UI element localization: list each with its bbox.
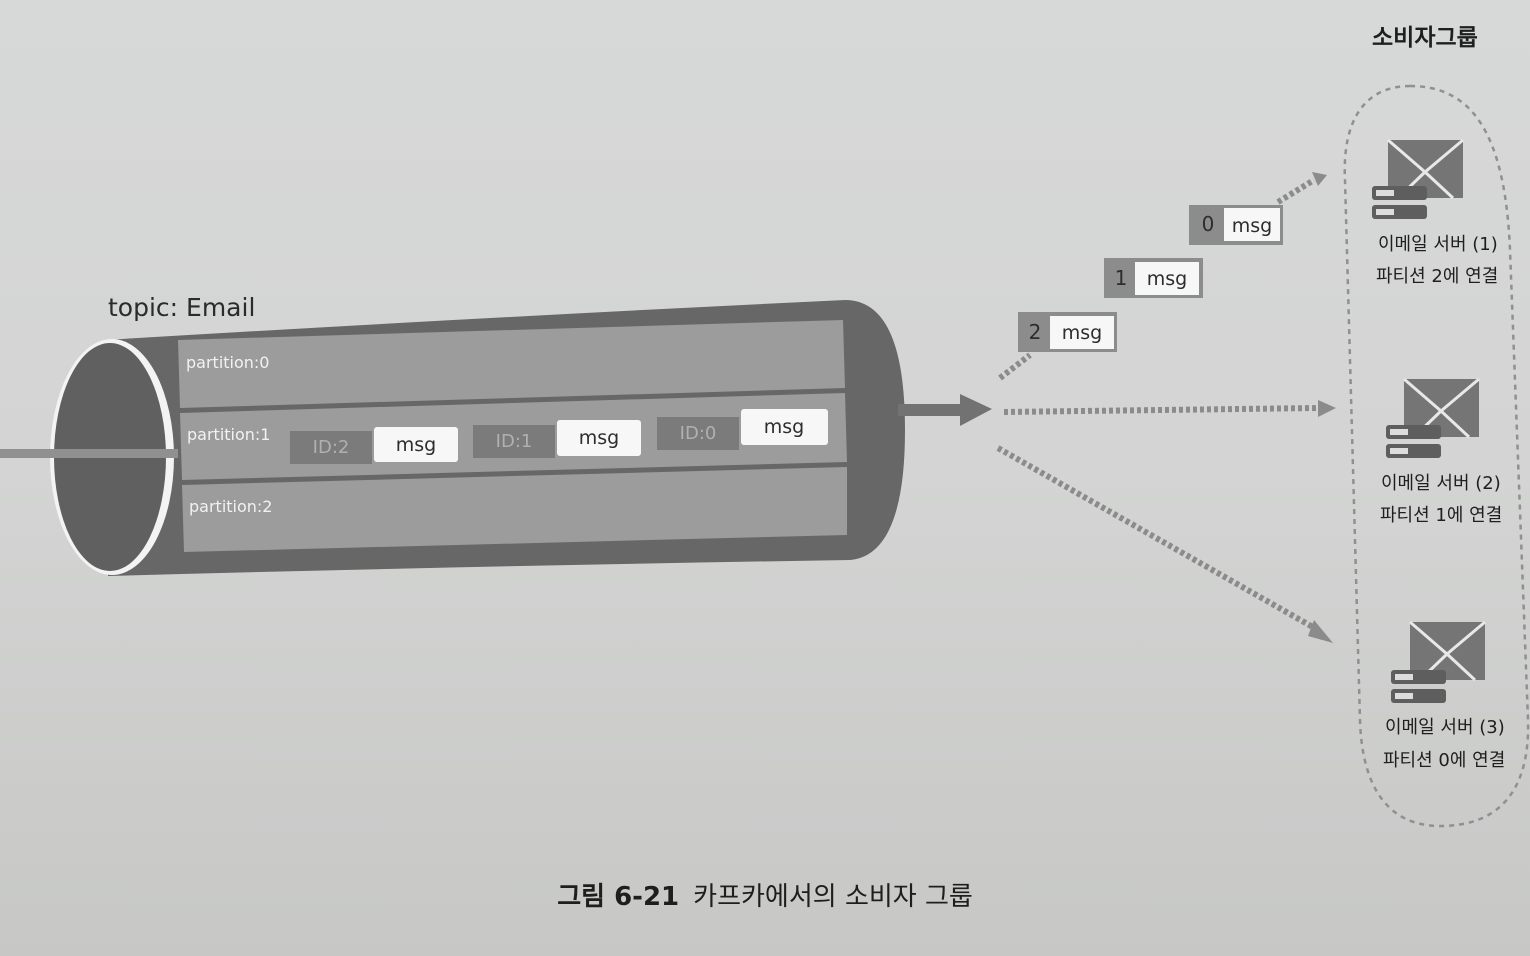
email-server-1: 이메일 서버 (1) 파티션 2에 연결 xyxy=(1372,138,1498,287)
dotted-arrow-bottom xyxy=(996,445,1320,633)
figure-number: 그림 6-21 xyxy=(557,882,680,912)
figure-caption: 그림 6-21 카프카에서의 소비자 그룹 xyxy=(0,876,1530,913)
flying-message-number: 2 xyxy=(1029,320,1042,344)
message-id: ID:2 xyxy=(313,437,350,458)
flying-message: 2 msg xyxy=(1018,312,1117,352)
partition-lane-2: partition:2 xyxy=(182,467,847,552)
flying-message-number: 0 xyxy=(1202,212,1215,236)
message-payload: msg xyxy=(764,416,804,438)
message-id: ID:0 xyxy=(680,423,717,444)
flying-message-payload-box xyxy=(1050,316,1114,349)
flying-message-payload: msg xyxy=(1232,215,1272,237)
distribution-arrows xyxy=(996,172,1336,643)
consumer-group-title: 소비자그룹 xyxy=(1372,25,1478,51)
partition-label: partition:1 xyxy=(187,425,270,444)
message-record: ID:0 msg xyxy=(657,409,828,450)
partition-label: partition:2 xyxy=(189,497,272,516)
email-server-icon xyxy=(1391,620,1486,703)
arrowhead xyxy=(1312,172,1327,186)
dotted-arrow-middle xyxy=(1003,405,1319,415)
flying-message-payload-box xyxy=(1224,208,1280,241)
message-payload: msg xyxy=(579,427,619,449)
message-id-box xyxy=(657,417,739,450)
flying-message-payload: msg xyxy=(1062,322,1102,344)
partition-lane-0: partition:0 xyxy=(178,320,845,408)
flying-message: 1 msg xyxy=(1104,258,1203,298)
dotted-arrow-top-start xyxy=(998,352,1032,381)
message-payload-box xyxy=(741,409,828,445)
output-arrow xyxy=(898,394,992,426)
email-server-3: 이메일 서버 (3) 파티션 0에 연결 xyxy=(1383,620,1505,771)
email-server-icon xyxy=(1372,138,1464,219)
message-id: ID:1 xyxy=(496,431,533,452)
arrowhead xyxy=(1308,620,1333,643)
email-server-2: 이메일 서버 (2) 파티션 1에 연결 xyxy=(1380,377,1502,526)
partition-label: partition:0 xyxy=(186,353,269,372)
server-connection: 파티션 0에 연결 xyxy=(1383,750,1505,771)
server-connection: 파티션 1에 연결 xyxy=(1380,505,1502,526)
message-record: ID:1 msg xyxy=(473,420,641,458)
server-name: 이메일 서버 (1) xyxy=(1378,234,1498,255)
message-id-box xyxy=(290,431,372,464)
dotted-arrow-top-end xyxy=(1276,177,1316,205)
arrowhead xyxy=(1318,400,1336,417)
flying-message-payload: msg xyxy=(1147,268,1187,290)
flying-message-number: 1 xyxy=(1115,266,1128,290)
message-id-box xyxy=(473,425,555,458)
flying-message-payload-box xyxy=(1135,262,1199,295)
consumer-group-boundary xyxy=(1343,84,1530,828)
message-record: ID:2 msg xyxy=(290,427,458,464)
producer-stream xyxy=(0,449,178,458)
topic-label: topic: Email xyxy=(108,293,255,322)
server-name: 이메일 서버 (3) xyxy=(1385,717,1505,738)
message-payload-box xyxy=(557,420,641,456)
server-name: 이메일 서버 (2) xyxy=(1381,473,1501,494)
flying-message: 0 msg xyxy=(1189,205,1283,245)
message-payload-box xyxy=(374,427,458,462)
email-server-icon xyxy=(1386,377,1480,458)
message-payload: msg xyxy=(396,434,436,456)
server-connection: 파티션 2에 연결 xyxy=(1376,266,1498,287)
figure-caption-text: 카프카에서의 소비자 그룹 xyxy=(693,882,973,912)
